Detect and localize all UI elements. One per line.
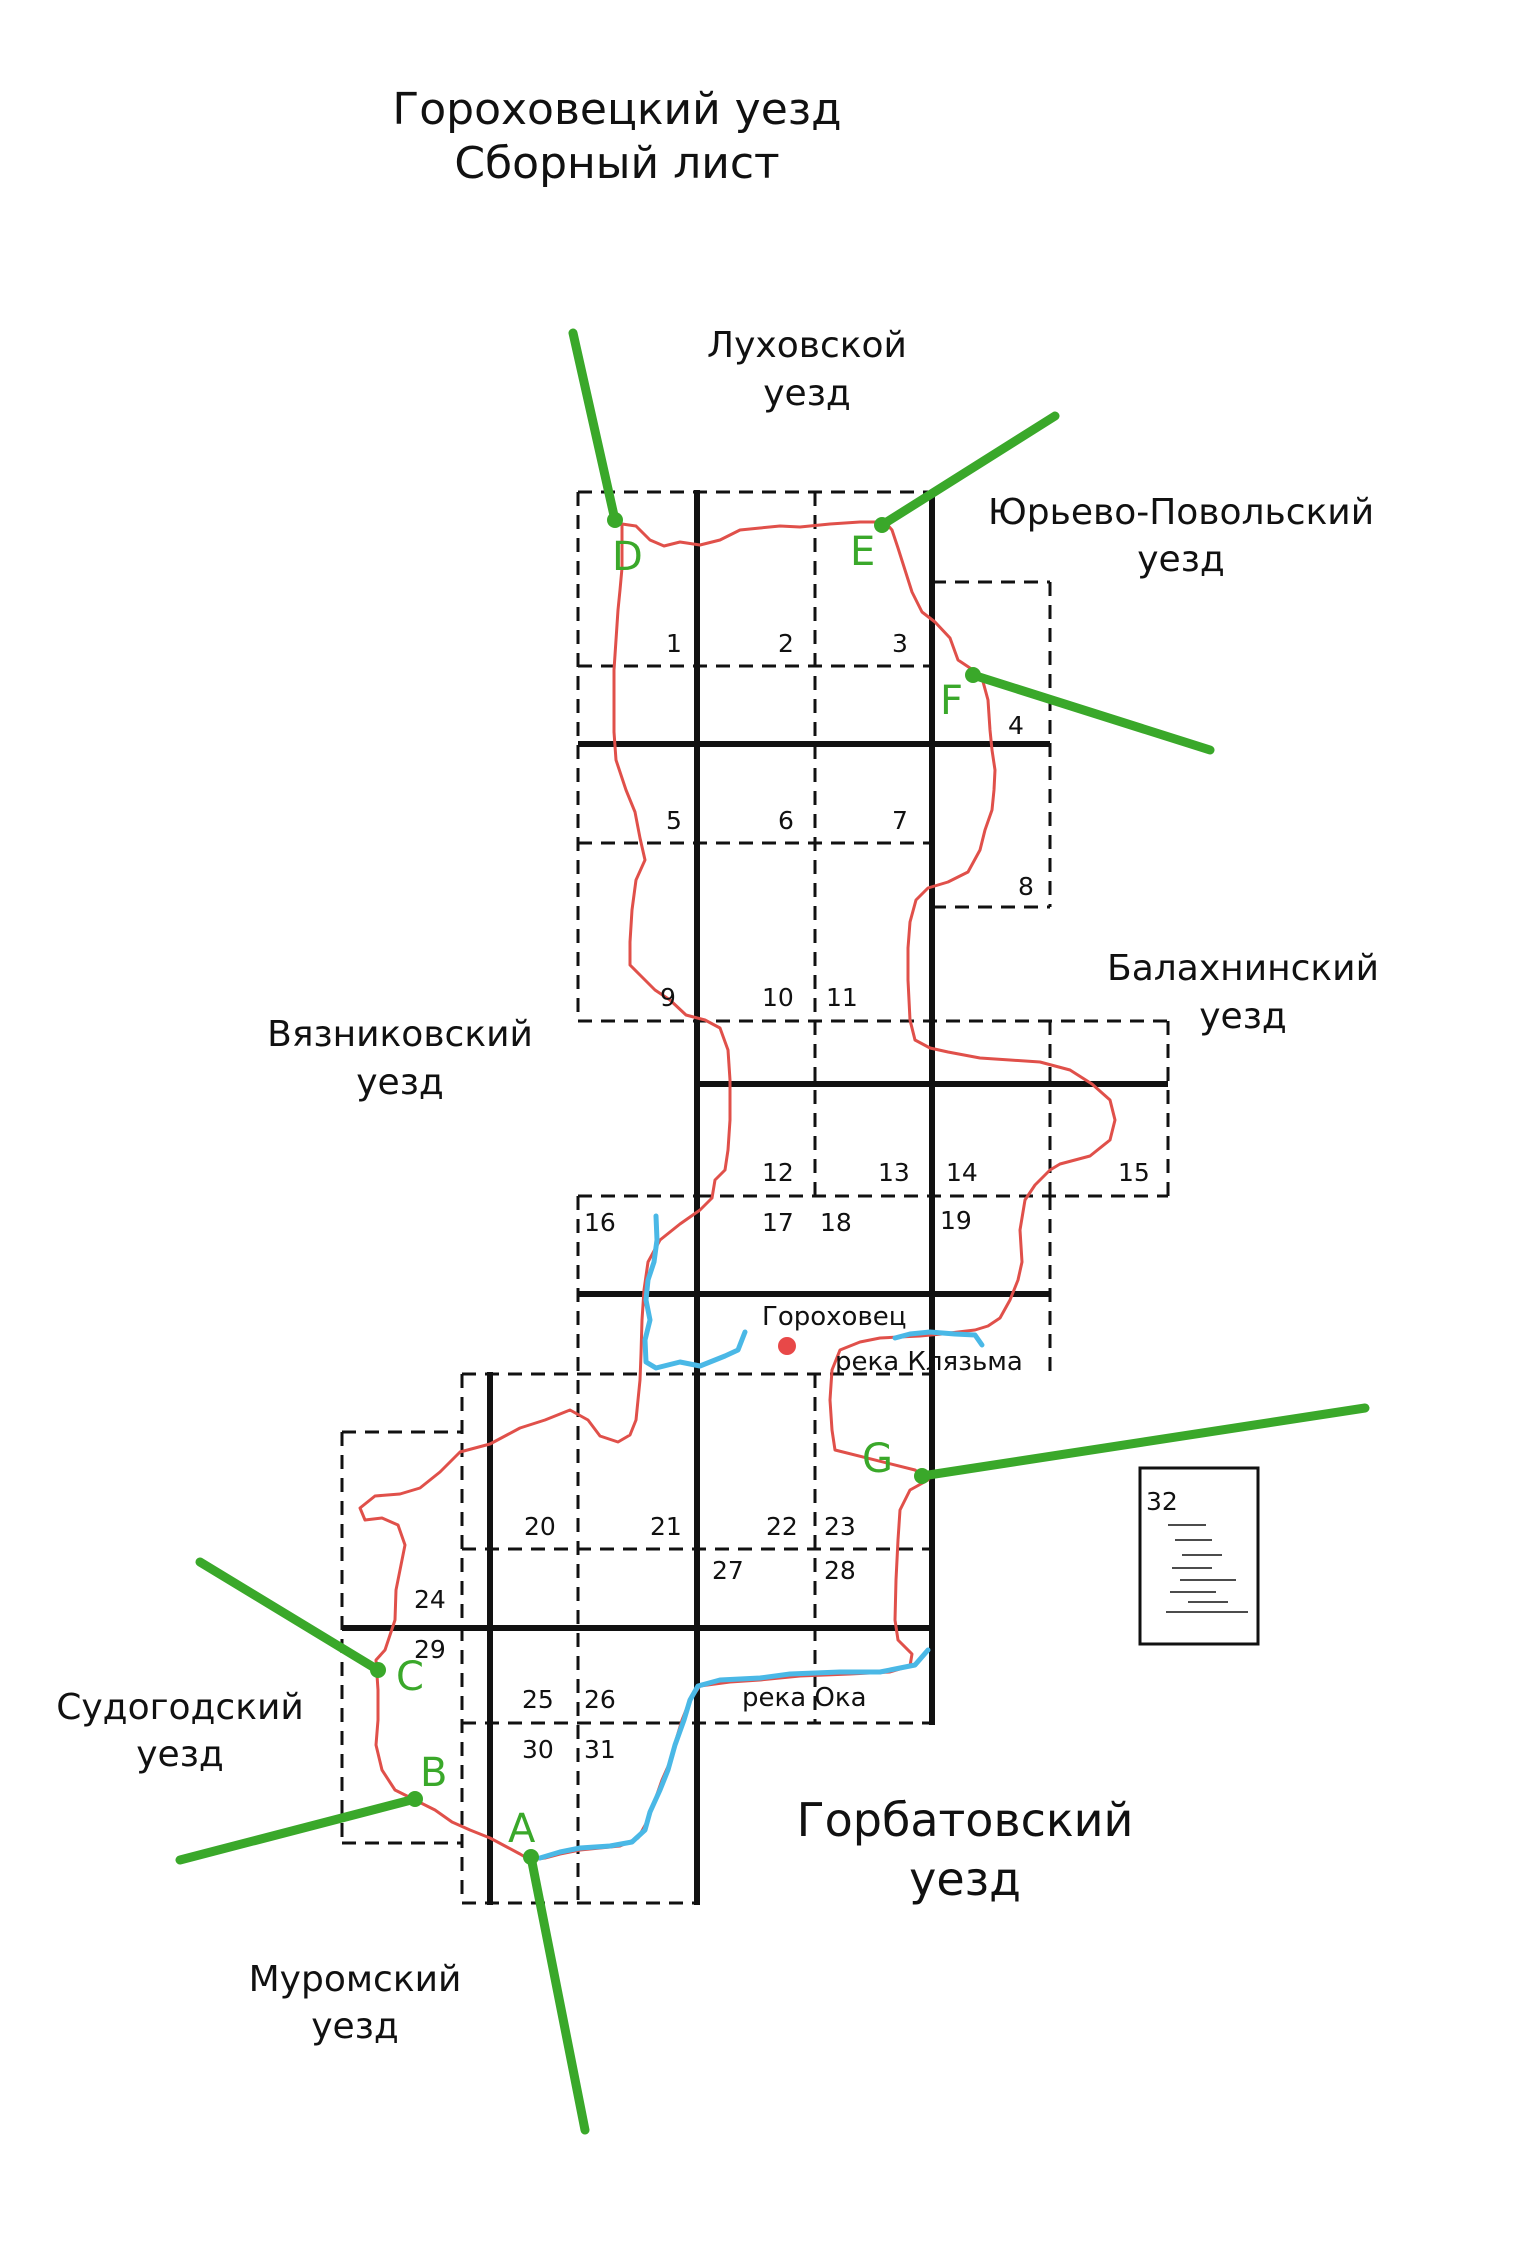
sheet-number: 3	[892, 629, 908, 658]
sheet-number: 6	[778, 806, 794, 835]
sheet-number: 18	[820, 1208, 852, 1237]
sheet-number: 22	[766, 1512, 798, 1541]
place-river-oka: река Ока	[742, 1683, 867, 1713]
region-luhovskoy-line1: Луховской	[707, 325, 907, 366]
river-oka	[537, 1647, 931, 1861]
point-label-c: C	[396, 1654, 424, 1700]
point-label-a: A	[508, 1806, 536, 1852]
sheet-number: 12	[762, 1158, 794, 1187]
sheet-number: 17	[762, 1208, 794, 1237]
region-balakhna-line1: Балахнинский	[1107, 948, 1379, 989]
sheet-grid-solid	[342, 490, 1168, 1905]
sheet-number: 16	[584, 1208, 616, 1237]
sheet-number: 13	[878, 1158, 910, 1187]
sheet-number: 26	[584, 1685, 616, 1714]
town-marker-icon	[778, 1337, 796, 1355]
sheet-number: 8	[1018, 872, 1034, 901]
region-vyazniki-line2: уезд	[356, 1062, 444, 1103]
sheet-number: 19	[940, 1206, 972, 1235]
sheet-number: 5	[666, 806, 682, 835]
sheet-number: 9	[660, 983, 676, 1012]
river-klyazma	[642, 1213, 748, 1371]
sheet-number: 25	[522, 1685, 554, 1714]
point-label-d: D	[612, 534, 643, 580]
sheet-number-32: 32	[1146, 1487, 1178, 1516]
region-murom-line2: уезд	[311, 2006, 399, 2047]
point-label-f: F	[940, 678, 963, 724]
sheet-number: 28	[824, 1556, 856, 1585]
point-label-e: E	[850, 529, 875, 575]
sheet-number: 7	[892, 806, 908, 835]
sheet-number: 2	[778, 629, 794, 658]
place-gorokhovets: Гороховец	[762, 1302, 907, 1332]
map-title-line2: Сборный лист	[454, 138, 779, 189]
place-river-klyazma: река Клязьма	[835, 1347, 1023, 1377]
sheet-number: 15	[1118, 1158, 1150, 1187]
river-klyazma-east	[892, 1329, 985, 1348]
region-yuryevo-line1: Юрьево-Повольский	[988, 492, 1374, 533]
sheet-number: 29	[414, 1635, 446, 1664]
region-sudogda-line2: уезд	[136, 1734, 224, 1775]
region-vyazniki-line1: Вязниковский	[267, 1014, 533, 1055]
region-gorbatov-line2: уезд	[909, 1852, 1021, 1906]
sheet-number: 31	[584, 1735, 616, 1764]
sheet-number: 14	[946, 1158, 978, 1187]
sheet-number: 24	[414, 1585, 446, 1614]
point-label-b: B	[420, 1750, 447, 1796]
region-sudogda-line1: Судогодский	[56, 1687, 304, 1728]
region-luhovskoy-line2: уезд	[763, 373, 851, 414]
region-gorbatov-line1: Горбатовский	[797, 1793, 1134, 1847]
map-title-line1: Гороховецкий уезд	[392, 84, 841, 135]
boundary-rays	[175, 328, 1370, 2135]
point-label-g: G	[862, 1436, 893, 1482]
sheet-grid-dashed	[340, 490, 1170, 1905]
boundary-point-markers	[370, 512, 981, 1865]
sheet-32-card	[1138, 1466, 1260, 1646]
sheet-number: 11	[826, 983, 858, 1012]
region-balakhna-line2: уезд	[1199, 996, 1287, 1037]
sheet-number: 4	[1008, 711, 1024, 740]
region-murom-line1: Муромский	[249, 1959, 462, 2000]
sheet-number: 27	[712, 1556, 744, 1585]
sheet-number: 30	[522, 1735, 554, 1764]
sheet-number: 1	[666, 629, 682, 658]
region-yuryevo-line2: уезд	[1137, 539, 1225, 580]
sheet-number: 20	[524, 1512, 556, 1541]
sheet-number: 10	[762, 983, 794, 1012]
sheet-number: 23	[824, 1512, 856, 1541]
district-border	[358, 520, 1117, 1862]
sheet-number: 21	[650, 1512, 682, 1541]
sheet-numbers: 1 2 3 4 5 6 7 8 9 10 11 12 13 14 15 16 1…	[414, 629, 1150, 1764]
